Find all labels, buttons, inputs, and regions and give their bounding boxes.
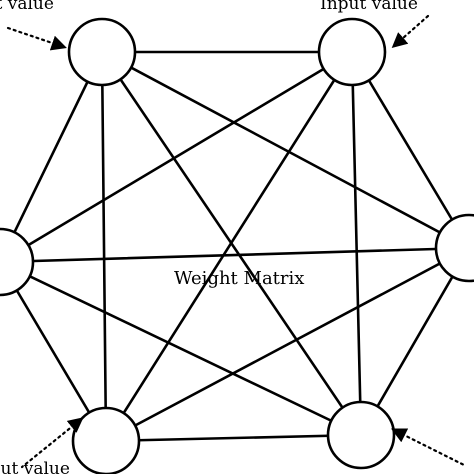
input-arrow-bottom-left: [20, 417, 84, 469]
edge-top-left-left: [0, 50, 104, 264]
input-arrow-top-right: [391, 14, 430, 49]
edge-top-left-bottom-left: [100, 50, 108, 443]
edge-right-left: [0, 246, 471, 264]
input-arrow-top-left: [6, 26, 67, 51]
edge-bottom-right-bottom-left: [104, 433, 363, 443]
input-label-bottom-left: Input value: [0, 459, 70, 474]
connection-edges: [0, 50, 471, 443]
weight-matrix-label: Weight Matrix: [174, 268, 304, 289]
node-top-right: [317, 17, 387, 87]
edge-top-right-right: [350, 50, 471, 250]
edge-right-bottom-right: [359, 246, 471, 437]
edge-right-bottom-left: [104, 246, 471, 443]
edge-top-right-bottom-left: [104, 50, 354, 443]
node-left: [0, 227, 35, 297]
node-bottom-left: [71, 406, 141, 474]
input-arrow-bottom-right: [390, 428, 468, 468]
input-label-top-right: Input value: [320, 0, 418, 14]
edge-top-right-bottom-right: [350, 50, 363, 437]
node-top-left: [67, 17, 137, 87]
edge-top-left-right: [100, 50, 471, 250]
node-right: [434, 213, 474, 283]
input-label-top-left: Input value: [0, 0, 54, 14]
neuron-nodes: [0, 17, 474, 474]
edge-bottom-right-left: [0, 260, 363, 437]
edge-bottom-left-left: [0, 260, 108, 443]
node-bottom-right: [326, 400, 396, 470]
edge-top-right-left: [0, 50, 354, 264]
